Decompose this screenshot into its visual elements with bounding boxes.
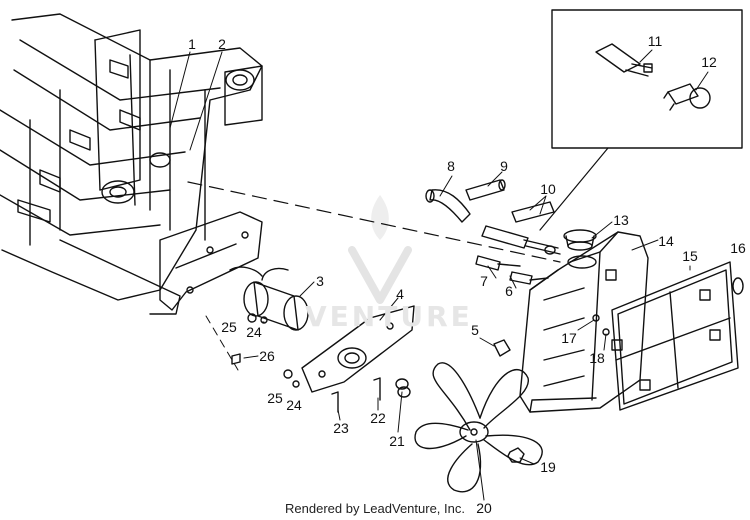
callout-13: 13 bbox=[613, 212, 629, 228]
callout-16: 16 bbox=[730, 240, 746, 256]
callout-1: 1 bbox=[188, 36, 196, 52]
hardware bbox=[231, 313, 610, 463]
callout-4: 4 bbox=[396, 286, 404, 302]
callout-7: 7 bbox=[480, 273, 488, 289]
callout-11: 11 bbox=[647, 33, 663, 49]
hose-group bbox=[425, 179, 561, 285]
callout-23: 23 bbox=[333, 420, 349, 436]
frame-assembly bbox=[0, 13, 263, 315]
callout-17: 17 bbox=[561, 330, 577, 346]
inset-detail-box bbox=[539, 9, 743, 231]
radiator-assembly bbox=[519, 229, 649, 413]
callout-5: 5 bbox=[471, 322, 479, 338]
watermark-text: VENTURE bbox=[305, 300, 473, 333]
callout-21: 21 bbox=[389, 433, 405, 449]
render-credit: Rendered by LeadVenture, Inc. bbox=[285, 501, 465, 516]
callout-10: 10 bbox=[540, 181, 556, 197]
callout-19: 19 bbox=[540, 459, 556, 475]
fan-blade bbox=[414, 362, 543, 493]
callout-2: 2 bbox=[218, 36, 226, 52]
grommet-16 bbox=[732, 277, 744, 295]
callout-15: 15 bbox=[682, 248, 698, 264]
callout-22: 22 bbox=[370, 410, 386, 426]
callout-20: 20 bbox=[476, 500, 492, 516]
callout-3: 3 bbox=[316, 273, 324, 289]
callout-12: 12 bbox=[701, 54, 717, 70]
callout-25b: 25 bbox=[267, 390, 283, 406]
callout-18: 18 bbox=[589, 350, 605, 366]
watermark-logo-icon bbox=[348, 195, 412, 304]
callout-9: 9 bbox=[500, 158, 508, 174]
fan-motor bbox=[243, 267, 309, 331]
leader-lines bbox=[169, 49, 709, 501]
motor-bracket bbox=[301, 305, 415, 393]
radiator-screen bbox=[611, 261, 739, 411]
callout-25a: 25 bbox=[221, 319, 237, 335]
callout-24b: 24 bbox=[286, 397, 302, 413]
callout-26: 26 bbox=[259, 348, 275, 364]
callout-8: 8 bbox=[447, 158, 455, 174]
assembly-guide-line bbox=[187, 181, 561, 263]
callout-14: 14 bbox=[658, 233, 674, 249]
callout-24a: 24 bbox=[246, 324, 262, 340]
callout-6: 6 bbox=[505, 283, 513, 299]
